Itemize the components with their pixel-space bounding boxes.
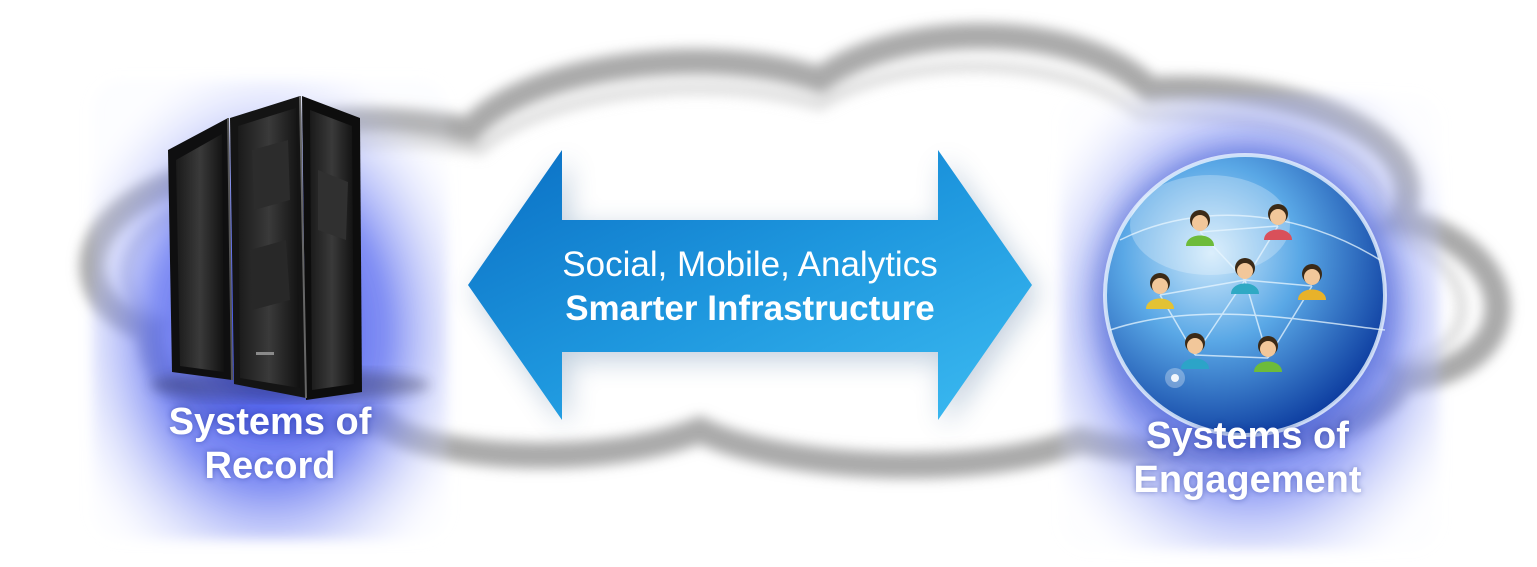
record-label-line2: Record (204, 445, 336, 487)
systems-of-engagement-label: Systems of Engagement (1060, 414, 1435, 502)
arrow-caption-line1: Social, Mobile, Analytics (562, 245, 938, 284)
person-icon (1146, 273, 1174, 309)
engagement-label-line1: Systems of (1146, 415, 1349, 457)
person-icon (1181, 333, 1209, 369)
person-icon (1186, 210, 1214, 246)
globe-people-network-icon (1095, 150, 1395, 450)
record-label-line1: Systems of (168, 401, 372, 443)
person-icon (1254, 336, 1282, 372)
engagement-label-line2: Engagement (1133, 459, 1362, 501)
person-icon (1231, 258, 1259, 294)
person-icon (1264, 204, 1292, 240)
double-headed-arrow (468, 150, 1038, 428)
mainframe-server-icon (150, 95, 430, 401)
systems-of-record-label: Systems of Record (95, 400, 445, 488)
person-icon (1298, 264, 1326, 300)
arrow-caption: Social, Mobile, Analytics Smarter Infras… (470, 243, 1030, 331)
arrow-caption-line2: Smarter Infrastructure (565, 289, 935, 328)
